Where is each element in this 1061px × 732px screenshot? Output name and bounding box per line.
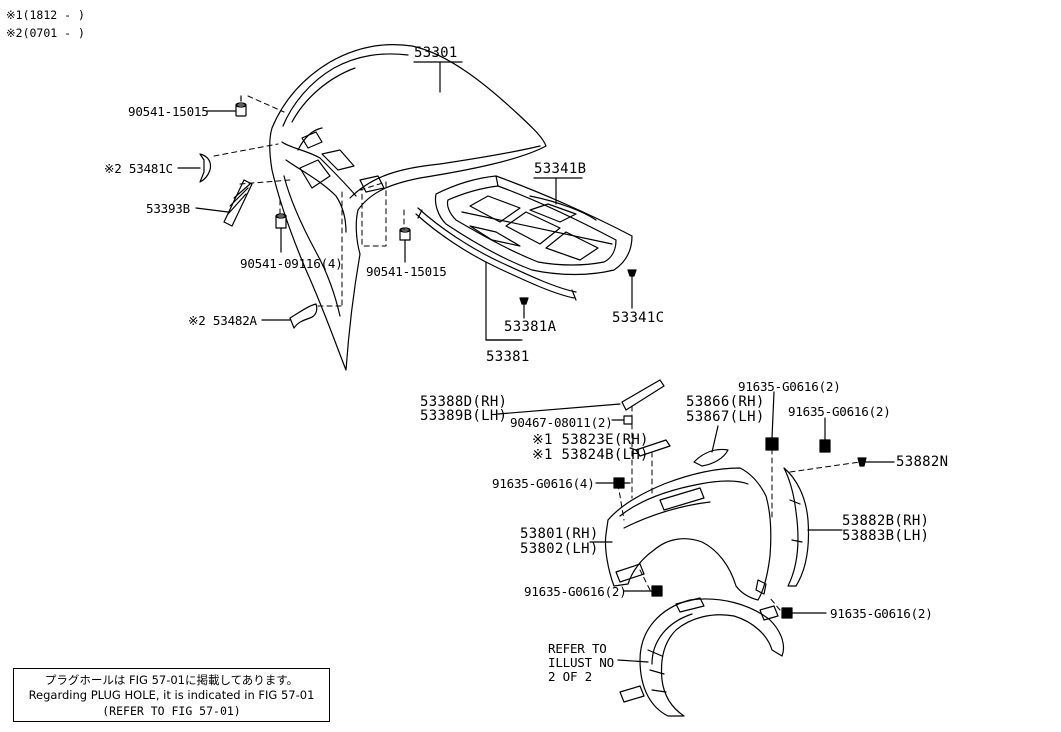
legend-line-1: ※1(1812 - )	[6, 8, 85, 22]
bolt-bottom-part	[781, 607, 793, 619]
label-seal-824b[interactable]: ※1 53824B(LH)	[532, 447, 649, 463]
plate-482a-part	[289, 303, 318, 329]
label-liner-lh[interactable]: 53883B(LH)	[842, 528, 930, 544]
fender-part	[604, 467, 772, 601]
label-plate-481c[interactable]: ※2 53481C	[104, 161, 173, 176]
cushion-09116-part	[275, 213, 287, 229]
clip-08011-part	[623, 415, 633, 425]
plate-481c-part	[199, 153, 212, 183]
seal-393b-part	[223, 179, 253, 227]
label-refer-line-2[interactable]: ILLUST NO	[548, 655, 614, 670]
legend-text-2: (0701 - )	[22, 26, 85, 40]
label-grommet-top[interactable]: 90541-15015	[128, 104, 209, 119]
hood-seal-part	[415, 207, 577, 301]
seal-866-part	[693, 448, 729, 467]
label-clip-341c[interactable]: 53341C	[612, 310, 665, 326]
clip-341c-part	[627, 269, 637, 309]
note-line-refer[interactable]: (REFER TO FIG 57-01)	[102, 704, 241, 718]
hood-guide-lines	[213, 95, 405, 307]
label-refer-line-1[interactable]: REFER TO	[548, 641, 607, 656]
label-fender-rh[interactable]: 53801(RH)	[520, 526, 599, 542]
protector-part	[621, 379, 665, 411]
cushion-15015-part	[399, 227, 411, 241]
seal-823e-leader	[629, 447, 637, 451]
label-bolt-fender2a[interactable]: 91635-G0616(2)	[524, 584, 627, 599]
fender-guide-lines	[617, 405, 861, 611]
hood-panel	[269, 43, 547, 371]
label-bolt-right[interactable]: 91635-G0616(2)	[788, 404, 891, 419]
bolt-top-leader	[771, 391, 775, 439]
bolt-right-part	[819, 439, 831, 453]
label-seal-866-rh[interactable]: 53866(RH)	[686, 394, 765, 410]
label-bolt-fender4[interactable]: 91635-G0616(4)	[492, 476, 595, 491]
note-line-japanese: プラグホールは FIG 57-01に掲載してあります。	[44, 673, 299, 687]
protector-leader	[497, 403, 621, 415]
seal-866-leader	[711, 425, 719, 453]
label-seal-867-lh[interactable]: 53867(LH)	[686, 409, 765, 425]
label-protector-lh[interactable]: 53389B(LH)	[420, 408, 508, 424]
seal-393b-leader	[195, 207, 229, 213]
clip-381a-part	[519, 297, 529, 319]
label-protector-rh[interactable]: 53388D(RH)	[420, 394, 508, 410]
refer-leader	[617, 659, 649, 663]
label-cushion-09116[interactable]: 90541-09116(4)	[240, 256, 343, 271]
label-bolt-top[interactable]: 91635-G0616(2)	[738, 379, 841, 394]
label-hood-seal[interactable]: 53381	[486, 349, 530, 365]
bolt-fender4-part	[613, 477, 631, 489]
label-cushion-15015[interactable]: 90541-15015	[366, 264, 447, 279]
legend-mark-2: ※2	[6, 26, 23, 40]
legend-line-2: ※2(0701 - )	[6, 26, 85, 40]
label-clip-882n[interactable]: 53882N	[896, 454, 949, 470]
label-fender-lh[interactable]: 53802(LH)	[520, 541, 599, 557]
label-hood[interactable]: 53301	[414, 45, 458, 61]
plug-hole-note-box: プラグホールは FIG 57-01に掲載してあります。 Regarding PL…	[13, 668, 330, 722]
bolt-fender2a-part	[651, 585, 663, 597]
legend-text-1: (1812 - )	[22, 8, 85, 22]
legend-mark-1: ※1	[6, 8, 23, 22]
bolt-top-part	[765, 437, 779, 451]
label-bolt-bottom[interactable]: 91635-G0616(2)	[830, 606, 933, 621]
note-line-english: Regarding PLUG HOLE, it is indicated in …	[28, 688, 315, 702]
fender-liner-part	[619, 597, 785, 717]
clip-882n-part	[857, 457, 867, 467]
seal-823e-part	[635, 439, 671, 457]
label-insulator[interactable]: 53341B	[534, 161, 587, 177]
label-liner-rh[interactable]: 53882B(RH)	[842, 513, 930, 529]
label-refer-line-3[interactable]: 2 OF 2	[548, 669, 592, 684]
label-plate-482a[interactable]: ※2 53482A	[188, 313, 257, 328]
label-clip-08011[interactable]: 90467-08011(2)	[510, 415, 613, 430]
grommet-top-part	[235, 95, 247, 117]
label-seal-823e[interactable]: ※1 53823E(RH)	[532, 432, 649, 448]
label-clip-381a[interactable]: 53381A	[504, 319, 557, 335]
liner-part	[783, 467, 810, 587]
label-seal-393b[interactable]: 53393B	[146, 201, 190, 216]
insulator-part	[434, 175, 633, 276]
